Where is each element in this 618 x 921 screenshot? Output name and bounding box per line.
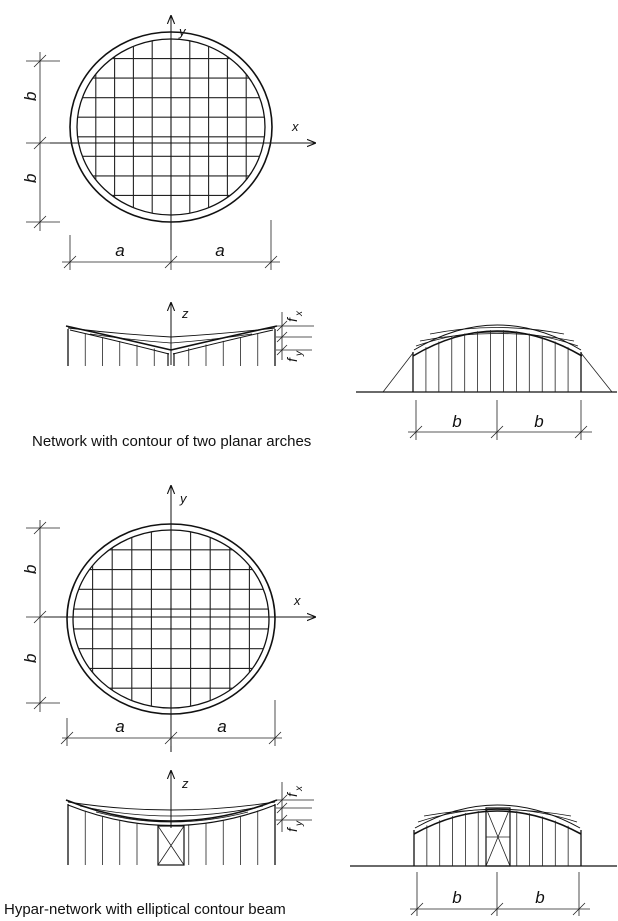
elev2y-dim-b-left: b — [452, 888, 461, 907]
elev2x-fx-subscript: x — [294, 785, 305, 792]
elev1y-dim-b-left: b — [452, 412, 461, 431]
diagram1-elevation-x: z f x f y — [65, 302, 314, 366]
plan2-x-label: x — [293, 593, 301, 608]
elev2x-roof-outer — [65, 799, 278, 822]
plan1-horizontal-dimension — [62, 220, 280, 270]
plan1-dim-a-right: a — [215, 241, 224, 260]
elev1x-z-label: z — [181, 306, 189, 321]
elev2y-dimension — [410, 872, 590, 916]
plan1-vertical-dimension — [26, 52, 60, 231]
diagram2-plan: y x b b a a — [21, 485, 316, 752]
elev1y-arch-outer — [412, 330, 583, 357]
plan2-y-label: y — [179, 491, 188, 506]
elev1x-fx-label: f — [284, 316, 300, 322]
plan2-vertical-dimension — [26, 520, 60, 712]
elev1y-wall-mullions — [425, 330, 569, 392]
elev2y-dim-b-right: b — [535, 888, 544, 907]
diagram1-elevation-y: b b — [356, 324, 617, 440]
plan2-horizontal-dimension — [60, 700, 282, 746]
elev1x-fy-subscript: y — [294, 350, 305, 357]
diagram2-caption: Hypar-network with elliptical contour be… — [4, 901, 286, 918]
elev2x-z-label: z — [181, 776, 189, 791]
diagram2-elevation-y: b b — [350, 804, 617, 916]
plan1-cable-grid — [77, 39, 265, 215]
elev2x-fx-label: f — [284, 791, 300, 797]
elev1y-dimension — [408, 400, 592, 440]
plan1-x-label: x — [291, 119, 299, 134]
plan1-dim-b-bottom: b — [21, 174, 40, 183]
plan1-dim-a-left: a — [115, 241, 124, 260]
plan2-dim-a-right: a — [217, 717, 226, 736]
elev1x-roof-outer — [65, 325, 278, 351]
elev2x-door-brace — [157, 825, 185, 866]
plan2-dim-a-left: a — [115, 717, 124, 736]
elev1x-wall-mullions — [84, 333, 259, 366]
elev1x-fy-label: f — [284, 356, 300, 362]
elev2x-f-dimension — [276, 782, 314, 832]
elev2y-door-brace — [485, 807, 511, 867]
elev1x-f-dimension — [276, 312, 314, 360]
plan1-y-label: y — [178, 24, 187, 39]
elev2y-arch-outer — [413, 810, 582, 835]
elev2x-fy-label: f — [284, 826, 300, 832]
plan1-dim-b-top: b — [21, 92, 40, 101]
diagram1-caption: Network with contour of two planar arche… — [32, 433, 311, 450]
elev2y-wall-mullions — [426, 811, 569, 866]
plan2-dim-b-top: b — [21, 565, 40, 574]
plan2-dim-b-bottom: b — [21, 654, 40, 663]
diagram1-plan: y x b b a a — [21, 15, 316, 270]
elev2x-fy-subscript: y — [294, 820, 305, 827]
elev2x-wall-mullions — [84, 810, 259, 865]
elev1y-dim-b-right: b — [534, 412, 543, 431]
diagram2-elevation-x: z f x f y — [65, 770, 314, 866]
elev1x-fx-subscript: x — [294, 310, 305, 317]
